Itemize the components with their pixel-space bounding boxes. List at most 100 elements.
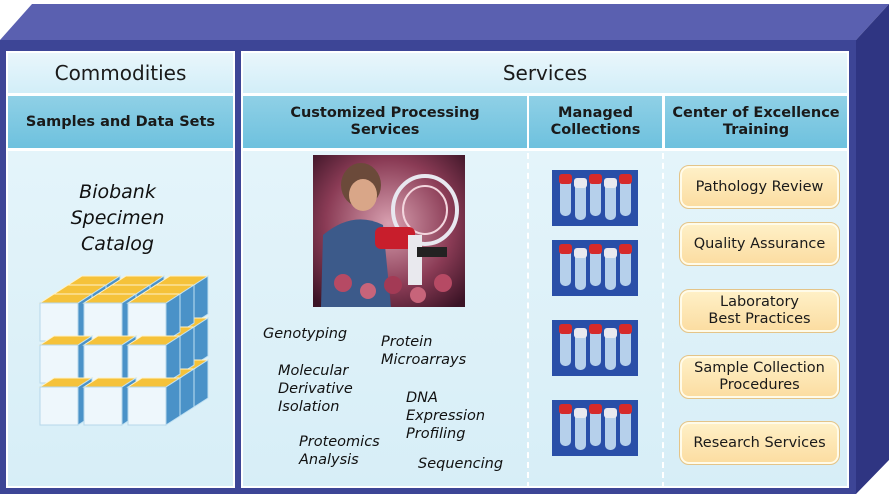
- tube-cap: [559, 324, 572, 334]
- lab-technician-photo: [313, 155, 465, 307]
- cube-face: [83, 386, 123, 426]
- tube: [560, 246, 571, 286]
- cube-face: [127, 302, 167, 342]
- item-line: Derivative: [278, 381, 353, 397]
- tube: [560, 406, 571, 446]
- tube-cap: [589, 404, 602, 414]
- tube-cap: [619, 174, 632, 184]
- cube-face: [127, 386, 167, 426]
- tube-cap: [589, 324, 602, 334]
- tube: [590, 406, 601, 446]
- training-pathology-review[interactable]: Pathology Review: [679, 165, 840, 209]
- commodities-title: Commodities: [8, 53, 233, 93]
- tube-cap: [559, 404, 572, 414]
- tube-cap: [619, 244, 632, 254]
- item-line: Genotyping: [263, 326, 348, 342]
- tube-cap: [604, 408, 617, 418]
- item-line: Sequencing: [418, 456, 504, 472]
- cube-face: [39, 302, 79, 342]
- frame-top: [0, 4, 889, 40]
- cube-face: [83, 302, 123, 342]
- cube-face: [39, 344, 79, 384]
- tube-cap: [604, 248, 617, 258]
- tube-cap: [589, 174, 602, 184]
- item-line: DNA: [406, 390, 438, 406]
- item-line: Molecular: [278, 363, 349, 379]
- training-header-line: Center of Excellence: [672, 105, 840, 121]
- tube: [575, 180, 586, 220]
- collections-header-line: Managed: [558, 105, 633, 121]
- tube-cap: [574, 248, 587, 258]
- tube: [620, 326, 631, 366]
- column-divider: [527, 133, 529, 488]
- button-label: Quality Assurance: [693, 235, 826, 252]
- catalog-line: Specimen: [70, 207, 165, 229]
- item-line: Expression: [406, 408, 486, 424]
- training-header: Center of Excellence Training: [665, 96, 847, 148]
- services-title: Services: [243, 53, 847, 93]
- collections-header: Managed Collections: [529, 96, 662, 148]
- tube: [575, 410, 586, 450]
- tube-cap: [619, 404, 632, 414]
- tube: [590, 246, 601, 286]
- cube-face: [39, 386, 79, 426]
- tube: [605, 180, 616, 220]
- button-label: Pathology Review: [695, 178, 824, 195]
- item-line: Analysis: [299, 452, 359, 468]
- tube-cap: [574, 408, 587, 418]
- collection-tubes-image: [552, 400, 638, 456]
- tube: [590, 326, 601, 366]
- collection-tubes-image: [552, 320, 638, 376]
- tube-cap: [574, 178, 587, 188]
- button-label: Sample Collection: [694, 360, 825, 376]
- tube-cap: [604, 328, 617, 338]
- processing-item-molecular-derivative: Molecular Derivative Isolation: [278, 362, 353, 416]
- tube: [620, 246, 631, 286]
- training-laboratory-best-practices[interactable]: Laboratory Best Practices: [679, 289, 840, 333]
- collection-tubes-image: [552, 240, 638, 296]
- item-line: Microarrays: [381, 352, 467, 368]
- tube-cap: [604, 178, 617, 188]
- button-label: Laboratory: [720, 294, 799, 310]
- tube: [605, 410, 616, 450]
- training-research-services[interactable]: Research Services: [679, 421, 840, 465]
- processing-item-dna-expression: DNA Expression Profiling: [406, 389, 485, 443]
- item-line: Protein: [381, 334, 433, 350]
- column-divider: [662, 133, 664, 488]
- tube: [605, 330, 616, 370]
- catalog-line: Biobank: [79, 181, 156, 203]
- processing-header: Customized Processing Services: [243, 96, 527, 148]
- processing-item-sequencing: Sequencing: [418, 455, 503, 473]
- tube: [560, 326, 571, 366]
- tube: [605, 250, 616, 290]
- item-line: Profiling: [406, 426, 466, 442]
- training-sample-collection-procedures[interactable]: Sample Collection Procedures: [679, 355, 840, 399]
- item-line: Proteomics: [299, 434, 380, 450]
- button-label: Research Services: [693, 434, 826, 451]
- tube: [560, 176, 571, 216]
- training-quality-assurance[interactable]: Quality Assurance: [679, 222, 840, 266]
- button-label: Best Practices: [708, 311, 811, 327]
- tube: [575, 250, 586, 290]
- processing-item-genotyping: Genotyping: [263, 325, 347, 343]
- collections-header-line: Collections: [550, 122, 641, 138]
- button-label: Procedures: [719, 377, 800, 393]
- training-header-line: Training: [722, 122, 790, 138]
- tube-cap: [589, 244, 602, 254]
- tube: [620, 176, 631, 216]
- processing-item-proteomics: Proteomics Analysis: [299, 433, 380, 469]
- tube-cap: [559, 244, 572, 254]
- tube: [575, 330, 586, 370]
- tube: [620, 406, 631, 446]
- collection-tubes-image: [552, 170, 638, 226]
- processing-header-line: Services: [350, 122, 420, 138]
- tube-cap: [559, 174, 572, 184]
- processing-item-protein-microarrays: Protein Microarrays: [381, 333, 466, 369]
- catalog-line: Catalog: [81, 233, 154, 255]
- tube-cap: [574, 328, 587, 338]
- specimen-cubes-illustration: [38, 275, 210, 426]
- tube-cap: [619, 324, 632, 334]
- item-line: Isolation: [278, 399, 340, 415]
- tube: [590, 176, 601, 216]
